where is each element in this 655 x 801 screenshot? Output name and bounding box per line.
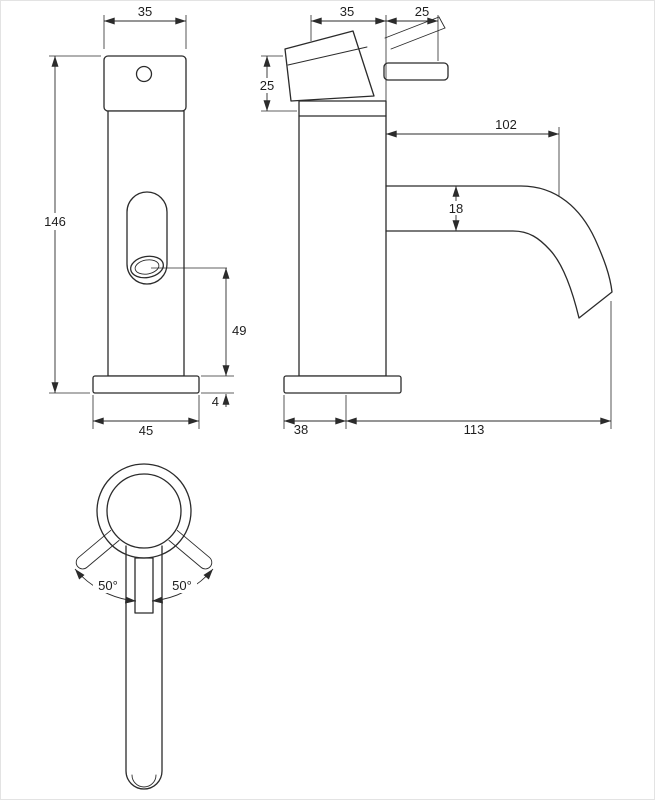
cap-button: [135, 65, 153, 83]
front-view-dimensions: 35 146 49 4 45: [41, 4, 246, 438]
dim-label-front-base-thickness: 4: [212, 394, 219, 409]
dim-label-side-body-depth: 35: [340, 4, 354, 19]
spout-outlet-inner: [134, 259, 160, 275]
bottom-view: 50° 50°: [74, 463, 214, 790]
faucet-cap-front: [103, 55, 187, 112]
lever-raised-line: [390, 27, 446, 50]
spout-side: [385, 185, 613, 319]
label-mask: [93, 578, 124, 593]
dim-label-front-top-width: 35: [138, 4, 152, 19]
lever-position-right: [168, 529, 213, 570]
dim-label-side-handle-height: 25: [260, 78, 274, 93]
dim-label-side-total-depth: 113: [464, 422, 485, 437]
spout-slot: [126, 191, 168, 285]
dim-label-side-base-depth: 38: [294, 422, 308, 437]
body-outline-bottom: [96, 463, 192, 559]
lever-swing-left: [75, 529, 120, 570]
handle-seam-line: [287, 46, 368, 66]
dim-label-side-handle-overhang: 25: [415, 4, 429, 19]
angle-label-right: 50°: [172, 578, 192, 593]
angle-label-left: 50°: [98, 578, 118, 593]
lever-raised-endcap: [438, 16, 446, 29]
front-view: [92, 55, 200, 394]
lever-neck: [134, 557, 154, 614]
side-view-dimensions: 35 25 25 102 18 38 113: [257, 4, 612, 437]
faucet-base-side: [283, 375, 402, 394]
spout-outlet-outer: [129, 255, 165, 279]
dim-label-front-base-width: 45: [139, 423, 153, 438]
lever-bottom-view: [125, 545, 163, 790]
body-inner-bottom: [106, 473, 182, 549]
handle-head: [284, 30, 375, 102]
lever-raised-line: [384, 16, 440, 39]
dim-label-front-outlet-height: 49: [232, 323, 246, 338]
label-mask: [445, 201, 467, 215]
dim-label-side-spout-diameter: 18: [449, 201, 463, 216]
faucet-body-front: [107, 110, 185, 377]
label-mask: [41, 213, 69, 230]
label-mask: [257, 78, 278, 93]
lever-swing-right: [168, 529, 213, 570]
dim-label-front-height: 146: [44, 214, 66, 229]
side-view: [283, 16, 613, 394]
handle-lever: [383, 62, 449, 81]
label-mask: [166, 578, 197, 593]
lever-tip-inner-arc: [131, 774, 157, 788]
faucet-base-front: [92, 375, 200, 394]
dim-label-side-spout-reach: 102: [495, 117, 517, 132]
faucet-body-side: [298, 100, 387, 377]
lever-position-left: [75, 529, 120, 570]
